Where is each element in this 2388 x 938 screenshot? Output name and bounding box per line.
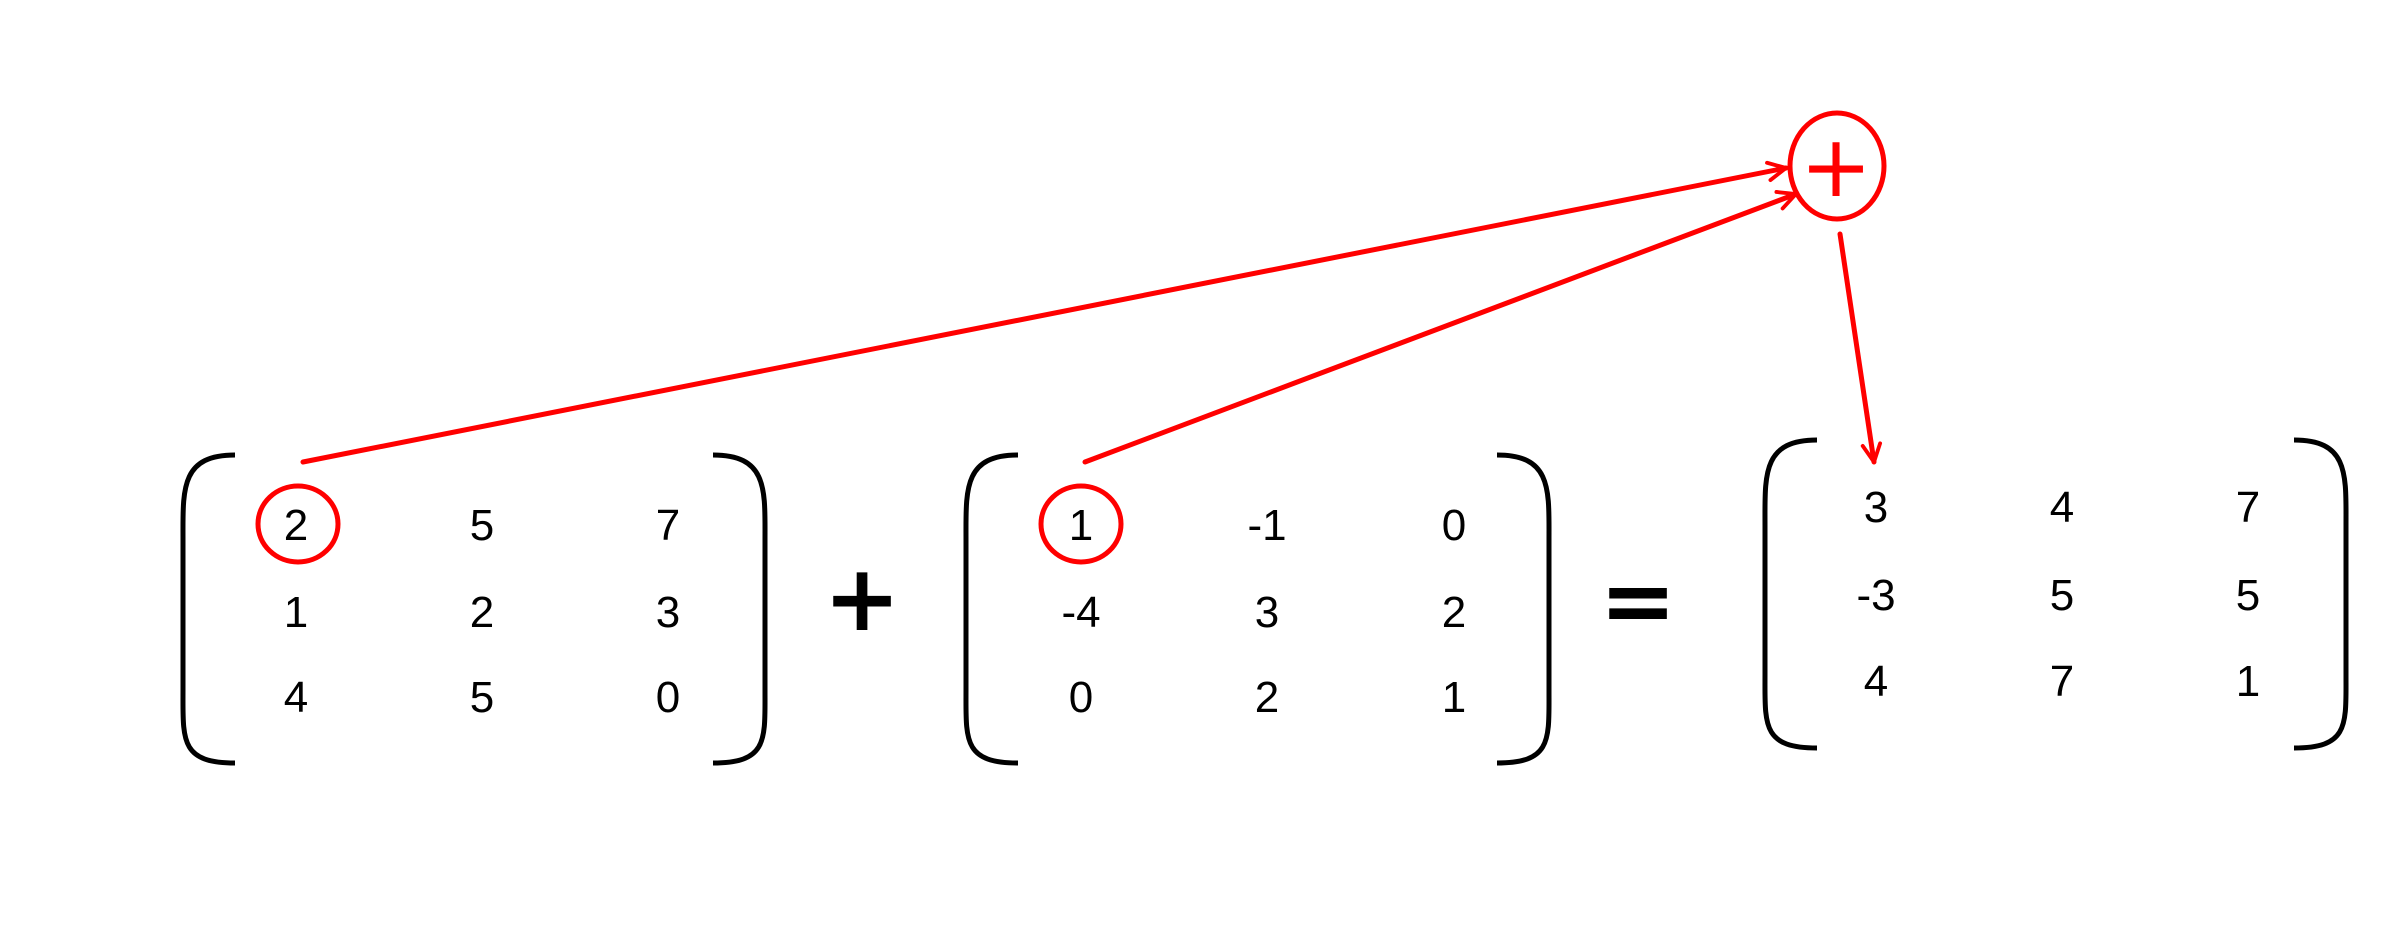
matrix-b-cell: 1: [1442, 673, 1466, 722]
matrix-result-cell: 1: [2236, 657, 2260, 706]
matrix-result-cell: 7: [2236, 483, 2260, 532]
matrix-b-cell: 2: [1442, 588, 1466, 637]
matrix-result-cell: 5: [2236, 571, 2260, 620]
matrix-b-brackets: [963, 452, 1552, 766]
matrix-b-left-bracket: [963, 452, 1019, 766]
matrix-result-right-bracket-shape: [2293, 437, 2349, 751]
matrix-result-cell: 7: [2050, 657, 2074, 706]
matrix-a-cell: 4: [284, 673, 308, 722]
matrix-b-cell: -1: [1247, 501, 1286, 550]
matrix-b-cell: 3: [1255, 588, 1279, 637]
matrix-result-cell: 5: [2050, 571, 2074, 620]
matrix-a-cell: 2: [284, 501, 308, 550]
matrix-result-cell: 4: [1864, 657, 1888, 706]
matrix-b-cell: 0: [1442, 501, 1466, 550]
circled-plus-symbol: +: [1800, 117, 1872, 217]
arrow-icon-from-a11: [300, 160, 1789, 465]
matrix-b-cell: 0: [1069, 673, 1093, 722]
arrow-icon-from-b11: [1082, 190, 1799, 465]
element-highlights: [255, 483, 1124, 565]
matrix-b: 1 -1 0 -4 3 2 0 2 1: [1061, 501, 1466, 722]
matrix-result-brackets: [1762, 437, 2349, 751]
matrix-result-cell: 4: [2050, 483, 2074, 532]
matrix-a-cell: 3: [656, 588, 680, 637]
matrix-a: 2 5 7 1 2 3 4 5 0: [284, 501, 680, 722]
matrix-a-cell: 1: [284, 588, 308, 637]
matrix-b-cell: 1: [1069, 501, 1093, 550]
equals-operator: =: [1599, 547, 1676, 654]
matrix-result: 3 4 7 -3 5 5 4 7 1: [1856, 483, 2260, 706]
matrix-result-left-bracket: [1762, 437, 1818, 751]
highlight-circle-a11: [255, 483, 341, 565]
matrix-a-right-bracket: [712, 452, 768, 766]
matrix-a-cell: 5: [470, 673, 494, 722]
matrix-a-cell: 7: [656, 501, 680, 550]
matrix-a-cell: 5: [470, 501, 494, 550]
arrow-icon-to-result: [1837, 231, 1883, 465]
matrix-b-cell: -4: [1061, 588, 1100, 637]
matrix-a-cell: 0: [656, 673, 680, 722]
matrix-result-cell: 3: [1864, 483, 1888, 532]
arrows: [300, 160, 1883, 465]
matrix-result-cell: -3: [1856, 571, 1895, 620]
matrix-a-left-bracket: [180, 452, 236, 766]
matrix-b-right-bracket: [1496, 452, 1552, 766]
matrix-a-cell: 2: [470, 588, 494, 637]
plus-operator: +: [823, 545, 900, 652]
matrix-b-cell: 2: [1255, 673, 1279, 722]
circled-plus-ring: [1787, 110, 1887, 222]
highlight-circle-b11: [1038, 483, 1124, 565]
circled-plus-icon: +: [1787, 110, 1887, 222]
matrix-a-brackets: [180, 452, 768, 766]
